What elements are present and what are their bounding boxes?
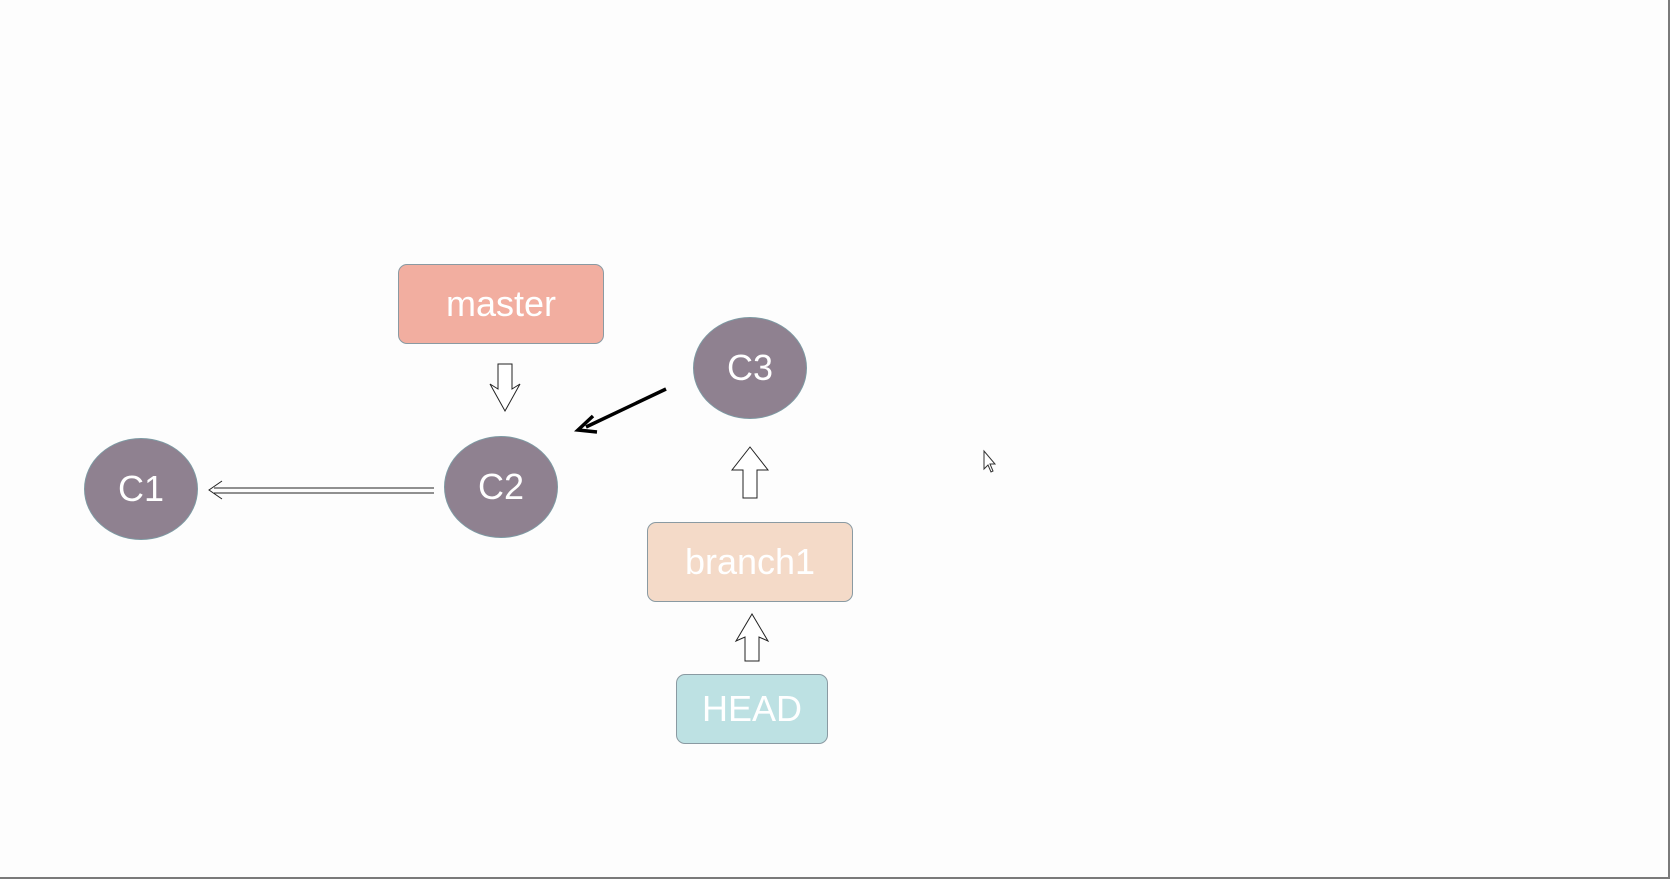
arrow-master-to-c2 bbox=[489, 363, 521, 413]
branch-branch1-box[interactable]: branch1 bbox=[647, 522, 853, 602]
commit-c1-label: C1 bbox=[117, 468, 165, 509]
window-bottom-border bbox=[0, 877, 1670, 879]
branch-branch1-label: branch1 bbox=[684, 541, 816, 582]
branch-master-box[interactable]: master bbox=[398, 264, 604, 344]
arrow-c2-to-c1 bbox=[208, 480, 434, 500]
commit-c3[interactable]: C3 bbox=[693, 317, 807, 419]
commit-c2[interactable]: C2 bbox=[444, 436, 558, 538]
window-right-border bbox=[1668, 0, 1670, 879]
head-pointer-label: HEAD bbox=[701, 688, 803, 729]
commit-c2-label: C2 bbox=[477, 466, 525, 507]
arrow-head-to-branch1 bbox=[734, 613, 770, 662]
branch-master-label: master bbox=[445, 283, 557, 324]
arrow-branch1-to-c3 bbox=[730, 446, 770, 499]
commit-c1[interactable]: C1 bbox=[84, 438, 198, 540]
arrow-c3-to-c2 bbox=[574, 387, 667, 434]
mouse-pointer-icon bbox=[983, 449, 997, 473]
head-pointer-box[interactable]: HEAD bbox=[676, 674, 828, 744]
commit-c3-label: C3 bbox=[726, 347, 774, 388]
